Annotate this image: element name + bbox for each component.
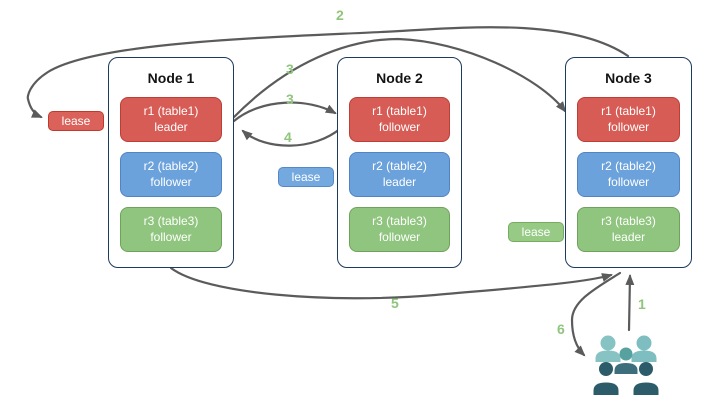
node-2-replica-r2: r2 (table2) leader <box>349 152 450 197</box>
replica-name: r1 (table1) <box>601 103 656 118</box>
arrow-step5-node1-to-node3 <box>169 266 613 300</box>
replica-name: r1 (table1) <box>143 103 199 118</box>
step-label-3a: 3 <box>286 61 294 77</box>
step-label-1: 1 <box>638 296 646 312</box>
step-label-4: 4 <box>284 129 292 145</box>
node-1: Node 1 r1 (table1) leader r2 (table2) fo… <box>108 57 234 268</box>
replica-name: r3 (table3) <box>143 213 199 228</box>
node-2-replica-r1: r1 (table1) follower <box>349 97 450 142</box>
node-3-replica-r3: r3 (table3) leader <box>577 207 680 252</box>
node-3-replica-r1: r1 (table1) follower <box>577 97 680 142</box>
replica-role: follower <box>150 229 192 244</box>
arrow-step4-node2-to-node1 <box>241 126 343 147</box>
node-2-title: Node 2 <box>376 70 423 86</box>
arrow-step6-node3-to-users <box>570 271 622 357</box>
lease-badge-table1: lease <box>48 111 104 131</box>
arrow-step1-users-to-node3 <box>625 274 635 332</box>
arrow-step3-node1-to-node2 <box>232 101 337 123</box>
replica-role: leader <box>382 174 417 189</box>
replica-name: r3 (table3) <box>601 213 656 228</box>
replica-name: r2 (table2) <box>372 158 427 173</box>
replica-name: r1 (table1) <box>372 103 427 118</box>
replica-role: leader <box>611 229 646 244</box>
replica-role: leader <box>154 119 188 134</box>
replica-role: follower <box>607 119 650 134</box>
node-3-replica-r2: r2 (table2) follower <box>577 152 680 197</box>
node-1-title: Node 1 <box>147 70 195 86</box>
step-label-3b: 3 <box>286 91 294 107</box>
node-2: Node 2 r1 (table1) follower r2 (table2) … <box>337 57 462 268</box>
node-1-replica-r2: r2 (table2) follower <box>120 152 222 197</box>
replica-role: follower <box>150 174 192 189</box>
replica-role: follower <box>378 229 421 244</box>
step-label-2: 2 <box>336 7 344 23</box>
users-group-icon <box>593 335 659 395</box>
lease-badge-table3: lease <box>508 222 564 242</box>
node-1-replica-r3: r3 (table3) follower <box>120 207 222 252</box>
lease-badge-table2: lease <box>278 167 334 187</box>
replica-name: r2 (table2) <box>601 158 656 173</box>
node-2-replica-r3: r3 (table3) follower <box>349 207 450 252</box>
replica-role: follower <box>607 174 650 189</box>
replica-name: r2 (table2) <box>143 158 199 173</box>
node-3: Node 3 r1 (table1) follower r2 (table2) … <box>565 57 692 268</box>
replica-name: r3 (table3) <box>372 213 427 228</box>
step-label-5: 5 <box>391 295 399 311</box>
step-label-6: 6 <box>557 321 565 337</box>
replica-role: follower <box>378 119 421 134</box>
node-3-title: Node 3 <box>605 70 652 86</box>
node-1-replica-r1: r1 (table1) leader <box>120 97 222 142</box>
